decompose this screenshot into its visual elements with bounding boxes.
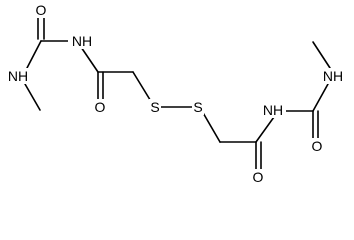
chemical-structure-diagram: O NH NH O S S NH NH O O	[5, 2, 347, 185]
atom-nh-left-methyl: NH	[8, 68, 28, 84]
atom-nh-top-left-amide: NH	[72, 33, 92, 49]
atom-s-left: S	[150, 99, 159, 115]
bond-left-nh-acetyl	[80, 46, 99, 73]
bond-right-nh-methyl	[312, 41, 331, 69]
atom-nh-right-methyl: NH	[323, 68, 343, 84]
atom-o-right-acetyl: O	[253, 169, 264, 185]
atom-o-left-acetyl: O	[95, 99, 106, 115]
bonds	[24, 12, 331, 171]
bond-left-ch2-s	[132, 71, 153, 104]
bond-right-acetyl-nh	[255, 116, 275, 143]
structure-canvas: O NH NH O S S NH NH O O	[5, 2, 347, 185]
atom-o-right-urea: O	[312, 138, 323, 154]
atom-s-right: S	[193, 99, 202, 115]
atom-o-top-left: O	[36, 2, 47, 18]
bond-right-urea-nhme	[312, 83, 329, 112]
bond-right-s-ch2	[201, 110, 221, 143]
atom-labels: O NH NH O S S NH NH O O	[5, 2, 347, 185]
atom-nh-right-amide: NH	[263, 102, 283, 118]
bond-urea-left-c-nhme	[26, 40, 42, 69]
bond-left-nh-methyl	[24, 83, 41, 111]
